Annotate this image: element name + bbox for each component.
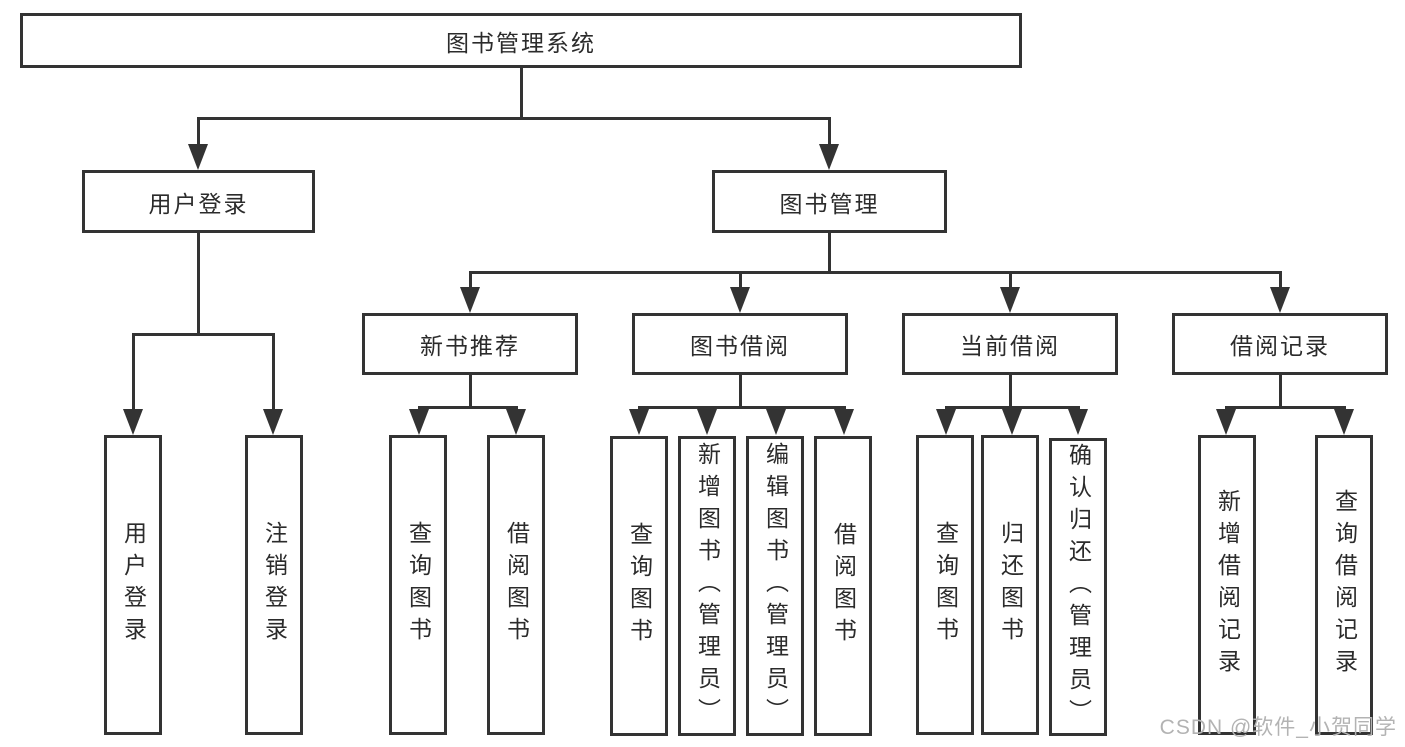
watermark: CSDN @软件_小贺同学: [1159, 716, 1397, 739]
node-user-login: 用户登录: [82, 170, 315, 233]
leaf-user-login: 用户登录: [104, 435, 162, 735]
connector-line: [739, 374, 742, 408]
arrowhead: [188, 144, 208, 170]
node-label: 新增借阅记录: [1214, 489, 1241, 681]
arrowhead: [123, 409, 143, 435]
leaf-confirm-return-admin: 确认归还（管理员）: [1049, 438, 1107, 736]
arrowhead: [936, 409, 956, 435]
connector-line: [1009, 374, 1012, 408]
node-label: 图书管理: [779, 190, 880, 217]
node-label: 图书管理系统: [446, 29, 596, 56]
node-borrow-record: 借阅记录: [1172, 313, 1388, 375]
node-new-book-recommend: 新书推荐: [362, 313, 578, 375]
node-label: 查询图书: [932, 521, 959, 649]
arrowhead: [1216, 409, 1236, 435]
connector-line: [1009, 271, 1012, 291]
node-book-management: 图书管理: [712, 170, 947, 233]
node-label: 查询图书: [626, 522, 653, 650]
leaf-edit-books-admin: 编辑图书（管理员）: [746, 436, 804, 736]
node-label: 归还图书: [997, 521, 1024, 649]
leaf-add-borrow-record: 新增借阅记录: [1198, 435, 1256, 735]
connector-line: [197, 232, 200, 336]
connector-line: [469, 271, 1282, 274]
node-label: 当前借阅: [960, 333, 1060, 359]
arrowhead: [629, 409, 649, 435]
leaf-query-borrow-record: 查询借阅记录: [1315, 435, 1373, 735]
leaf-query-books-2: 查询图书: [610, 436, 668, 736]
node-label: 注销登录: [261, 521, 288, 649]
connector-line: [272, 333, 275, 412]
connector-line: [197, 117, 200, 147]
arrowhead: [697, 409, 717, 435]
arrowhead: [506, 409, 526, 435]
node-book-borrow: 图书借阅: [632, 313, 848, 375]
leaf-return-books: 归还图书: [981, 435, 1039, 735]
node-label: 用户登录: [148, 190, 249, 217]
connector-line: [739, 271, 742, 291]
arrowhead: [730, 287, 750, 313]
node-label: 图书借阅: [690, 333, 790, 359]
connector-line: [828, 117, 831, 147]
connector-line: [1225, 406, 1346, 409]
connector-line: [132, 333, 135, 412]
leaf-query-books-1: 查询图书: [389, 435, 447, 735]
arrowhead: [1002, 409, 1022, 435]
connector-line: [520, 68, 523, 118]
arrowhead: [819, 144, 839, 170]
connector-line: [469, 374, 472, 408]
connector-line: [638, 406, 846, 409]
arrowhead: [766, 409, 786, 435]
node-label: 新书推荐: [420, 333, 520, 359]
arrowhead: [263, 409, 283, 435]
arrowhead: [1334, 409, 1354, 435]
node-label: 用户登录: [120, 521, 147, 649]
leaf-query-books-3: 查询图书: [916, 435, 974, 735]
leaf-borrow-books-1: 借阅图书: [487, 435, 545, 735]
arrowhead: [460, 287, 480, 313]
connector-line: [197, 117, 831, 120]
node-label: 借阅图书: [830, 522, 857, 650]
arrowhead: [1270, 287, 1290, 313]
node-label: 查询图书: [405, 521, 432, 649]
connector-line: [418, 406, 518, 409]
leaf-borrow-books-2: 借阅图书: [814, 436, 872, 736]
connector-line: [469, 271, 472, 291]
node-current-borrow: 当前借阅: [902, 313, 1118, 375]
node-label: 确认归还（管理员）: [1065, 443, 1092, 731]
connector-line: [828, 233, 831, 273]
node-label: 新增图书（管理员）: [694, 442, 721, 730]
node-root-book-management-system: 图书管理系统: [20, 13, 1022, 68]
node-label: 借阅图书: [503, 521, 530, 649]
arrowhead: [834, 409, 854, 435]
node-label: 编辑图书（管理员）: [762, 442, 789, 730]
connector-line: [1279, 374, 1282, 408]
arrowhead: [1068, 409, 1088, 435]
leaf-logout: 注销登录: [245, 435, 303, 735]
connector-line: [132, 333, 275, 336]
leaf-add-books-admin: 新增图书（管理员）: [678, 436, 736, 736]
arrowhead: [409, 409, 429, 435]
arrowhead: [1000, 287, 1020, 313]
connector-line: [1279, 271, 1282, 291]
node-label: 查询借阅记录: [1331, 489, 1358, 681]
node-label: 借阅记录: [1230, 333, 1330, 359]
